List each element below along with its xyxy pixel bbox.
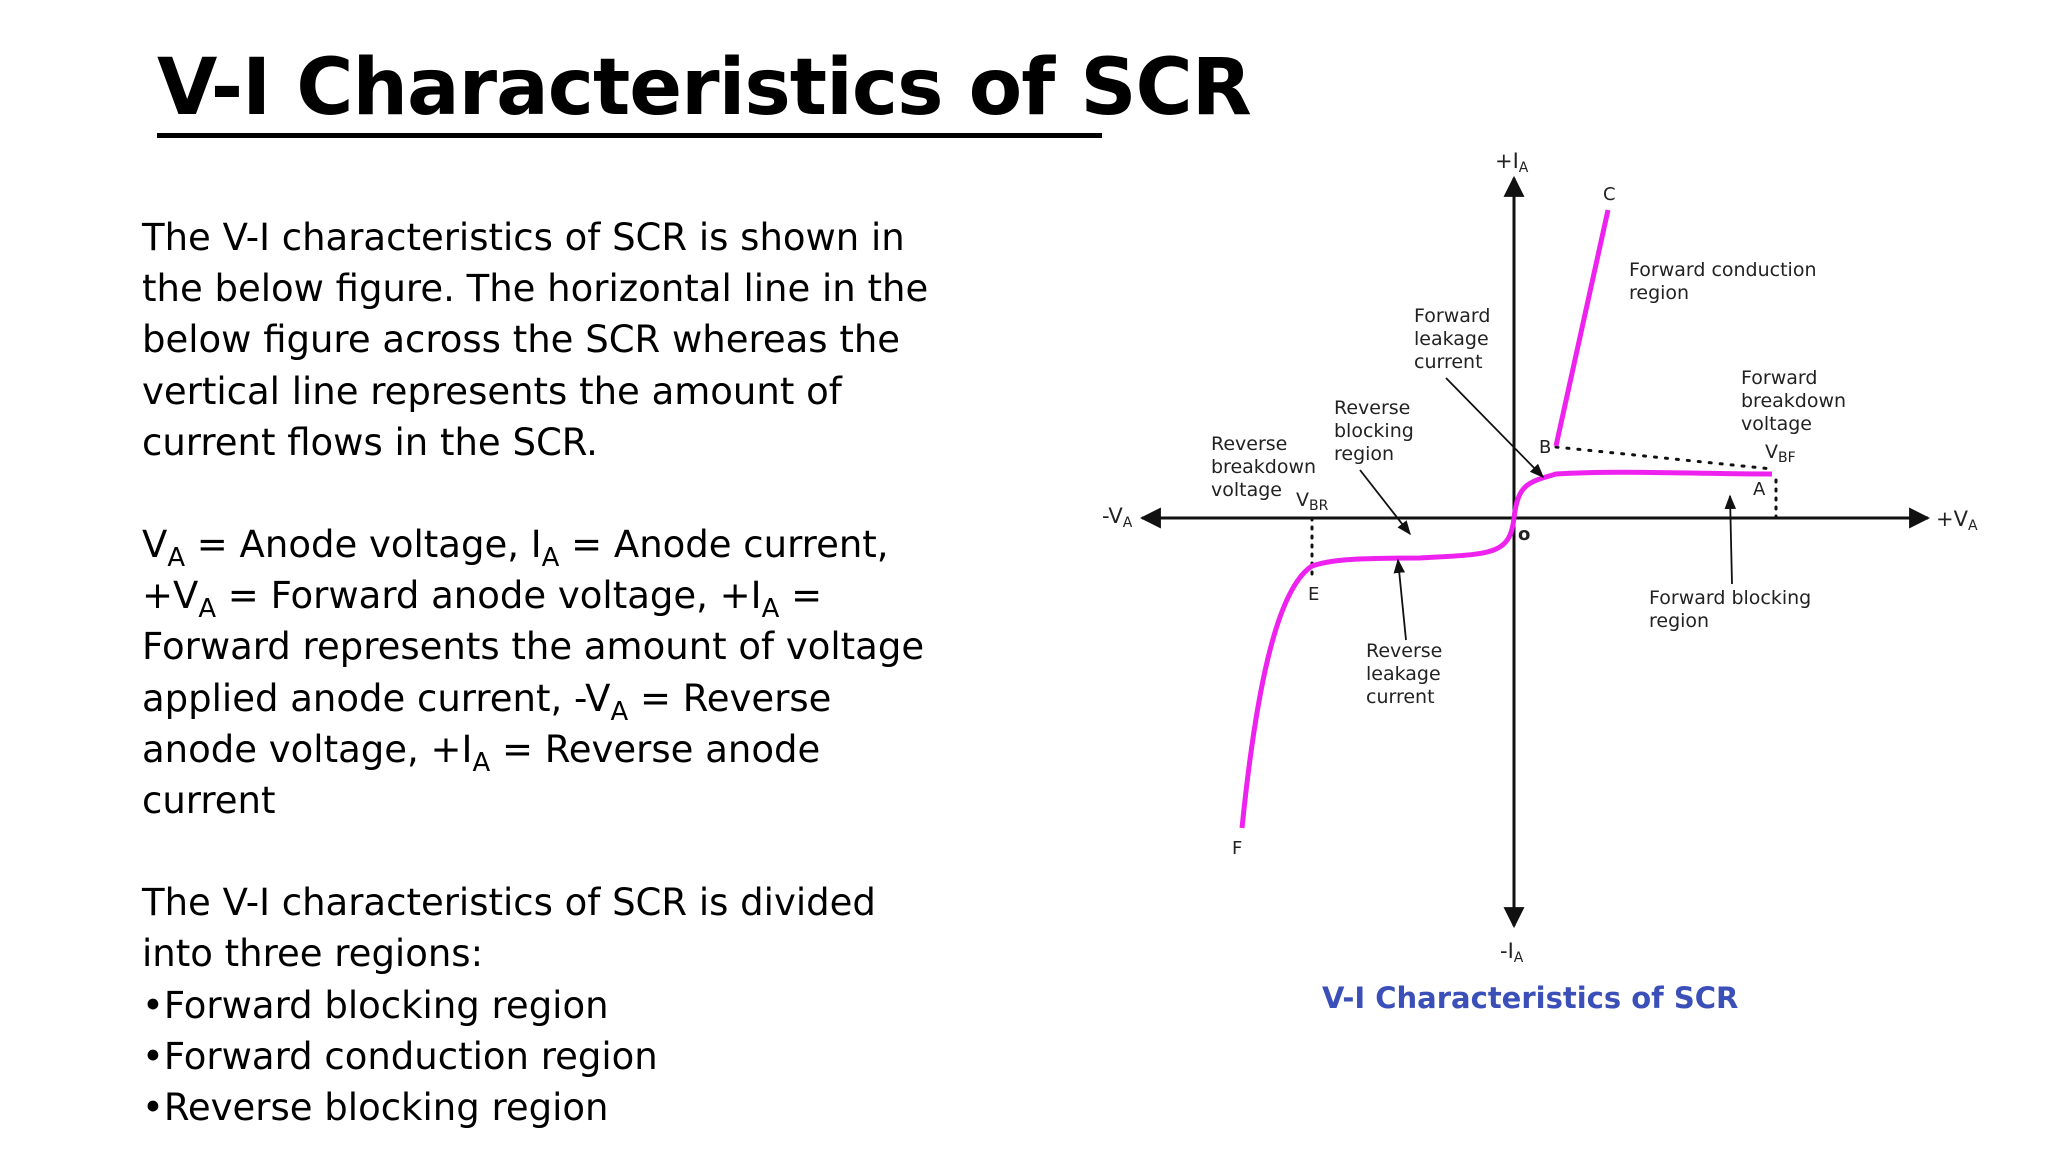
nia-definition: = Reverse anode current [142, 727, 821, 823]
origin-label: o [1518, 524, 1530, 545]
reverse-breakdown-label: Reverse breakdown voltage [1211, 433, 1322, 501]
point-f-label: F [1232, 838, 1242, 859]
pva-symbol: V [173, 574, 199, 618]
paragraph-gap [142, 468, 942, 519]
nia-symbol: I [461, 727, 473, 771]
point-a-label: A [1753, 479, 1766, 500]
minus-ia-label: -IA [1500, 939, 1524, 966]
forward-leakage-arrow [1445, 377, 1545, 479]
reverse-blocking-label: Reverse blocking region [1334, 397, 1420, 465]
point-e-label: E [1308, 584, 1319, 605]
forward-leakage-label: Forward leakage current [1414, 305, 1496, 373]
title-underline [157, 133, 1102, 138]
ia-symbol: I [530, 523, 542, 567]
ia-subscript: A [541, 543, 560, 574]
plus-ia-label: +IA [1495, 149, 1529, 176]
nva-definition: = Reverse anode voltage, + [142, 676, 832, 771]
forward-characteristic-curve [1511, 469, 1773, 519]
ia-definition: = Anode current, + [142, 523, 889, 618]
regions-intro: The V-I characteristics of SCR is divide… [142, 881, 876, 976]
reverse-blocking-arrow [1359, 469, 1411, 536]
nva-symbol: V [585, 676, 611, 720]
slide-title: V-I Characteristics of SCR [157, 43, 1252, 133]
region-list-item: •Forward conduction region [142, 1034, 658, 1078]
pva-definition: = Forward anode voltage, + [216, 574, 751, 618]
paragraph-gap [142, 826, 942, 877]
pia-definition: = Forward represents the amount of volta… [142, 574, 925, 720]
body-text: The V-I characteristics of SCR is shown … [142, 212, 942, 1133]
forward-blocking-arrow [1724, 494, 1737, 585]
vbr-label: VBR [1296, 489, 1329, 514]
va-subscript: A [167, 543, 186, 574]
intro-paragraph: The V-I characteristics of SCR is shown … [142, 216, 929, 464]
reverse-leakage-label: Reverse leakage current [1366, 640, 1448, 708]
forward-breakdown-label: Forward breakdown voltage [1741, 367, 1852, 435]
point-c-label: C [1603, 184, 1616, 205]
definitions-paragraph: VA = Anode voltage, IA = Anode current, … [142, 519, 942, 826]
pia-subscript: A [761, 594, 780, 625]
scr-vi-diagram: +IA -IA +VA -VA o C B A E F VBF VBR Forw… [1102, 149, 1978, 1015]
reverse-leakage-arrow [1393, 558, 1407, 641]
forward-blocking-label: Forward blocking region [1649, 587, 1817, 632]
forward-conduction-curve [1553, 209, 1611, 447]
plus-va-label: +VA [1936, 507, 1978, 534]
vbf-label: VBF [1765, 441, 1796, 466]
breakover-dotted-line [1554, 445, 1774, 471]
forward-conduction-label: Forward conduction region [1629, 259, 1823, 304]
nva-subscript: A [610, 696, 629, 727]
nia-subscript: A [472, 747, 491, 778]
diagram-caption: V-I Characteristics of SCR [1322, 981, 1738, 1015]
va-symbol: V [142, 523, 168, 567]
pia-symbol: I [750, 574, 762, 618]
region-list-item: •Reverse blocking region [142, 1086, 609, 1130]
reverse-characteristic-curve [1239, 517, 1517, 829]
va-definition: = Anode voltage, [185, 523, 531, 567]
region-list-item: •Forward blocking region [142, 983, 609, 1027]
point-b-label: B [1539, 437, 1551, 458]
pva-subscript: A [198, 594, 217, 625]
minus-va-label: -VA [1102, 504, 1133, 531]
